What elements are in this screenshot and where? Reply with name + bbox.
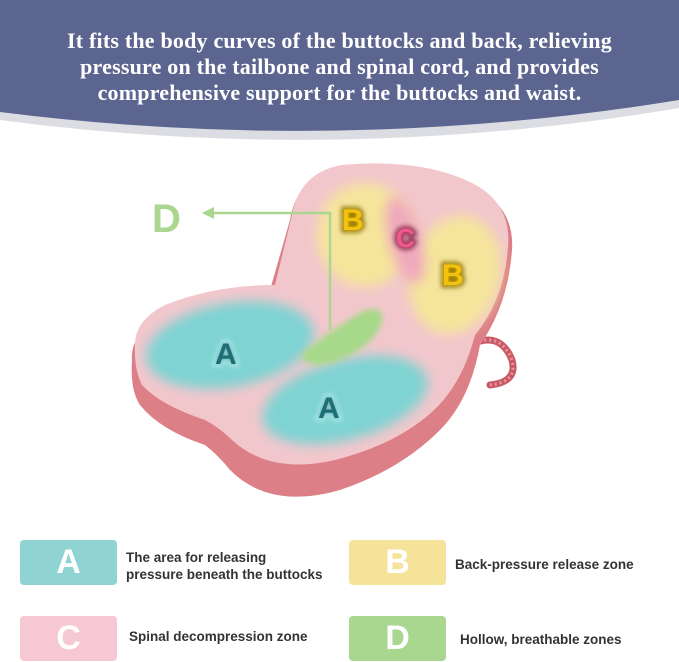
legend-chip-c: C	[20, 616, 117, 661]
legend-chip-d-letter: D	[385, 619, 410, 657]
legend-text-b-line-1: Back-pressure release zone	[455, 557, 634, 572]
zone-label-c-glow: C	[396, 223, 415, 253]
zone-label-a-right-glow: A	[318, 392, 340, 425]
zone-label-a-left: A	[215, 338, 237, 371]
legend-chip-b-letter: B	[385, 543, 410, 581]
zone-b-right	[408, 215, 502, 335]
legend-chip-a: A	[20, 540, 117, 585]
legend-text-b: Back-pressure release zone	[455, 556, 634, 573]
zone-d	[300, 308, 383, 365]
zone-label-a-right: A	[318, 392, 340, 425]
d-pointer-line	[212, 211, 332, 330]
zone-label-b-left: B	[342, 204, 364, 237]
legend-chip-b: B	[349, 540, 446, 585]
zone-a-right	[262, 355, 428, 445]
legend-text-a-line-1: The area for releasing	[126, 550, 267, 565]
legend-text-c-line-1: Spinal decompression zone	[129, 629, 308, 644]
cushion-illustration: A A A A B B B B C C D	[131, 163, 517, 497]
zone-label-d: D	[152, 197, 181, 241]
zone-label-b-left-glow: B	[342, 204, 364, 237]
zone-label-b-right-glow: B	[442, 259, 464, 292]
zone-c	[385, 196, 425, 284]
legend-text-a-line-2: pressure beneath the buttocks	[126, 567, 323, 582]
banner-background	[0, 0, 679, 131]
legend-text-a: The area for releasing pressure beneath …	[126, 549, 323, 583]
legend-text-d: Hollow, breathable zones	[460, 631, 622, 648]
headline: It fits the body curves of the buttocks …	[20, 28, 659, 106]
headline-line-1: It fits the body curves of the buttocks …	[67, 28, 612, 53]
headline-line-3: comprehensive support for the buttocks a…	[97, 80, 582, 105]
legend-chip-c-letter: C	[56, 619, 81, 657]
d-pointer-arrowhead	[202, 207, 214, 219]
zone-label-b-right: B	[442, 259, 464, 292]
headline-line-2: pressure on the tailbone and spinal cord…	[80, 54, 599, 79]
legend-text-d-line-1: Hollow, breathable zones	[460, 632, 622, 647]
zone-label-c: C	[396, 223, 415, 253]
zone-label-a-left-text: A	[215, 338, 237, 371]
legend-chip-d: D	[349, 616, 446, 661]
zone-a-left	[145, 301, 315, 389]
header-banner	[0, 0, 679, 140]
legend-text-c: Spinal decompression zone	[129, 628, 308, 645]
legend-chip-a-letter: A	[56, 543, 81, 581]
